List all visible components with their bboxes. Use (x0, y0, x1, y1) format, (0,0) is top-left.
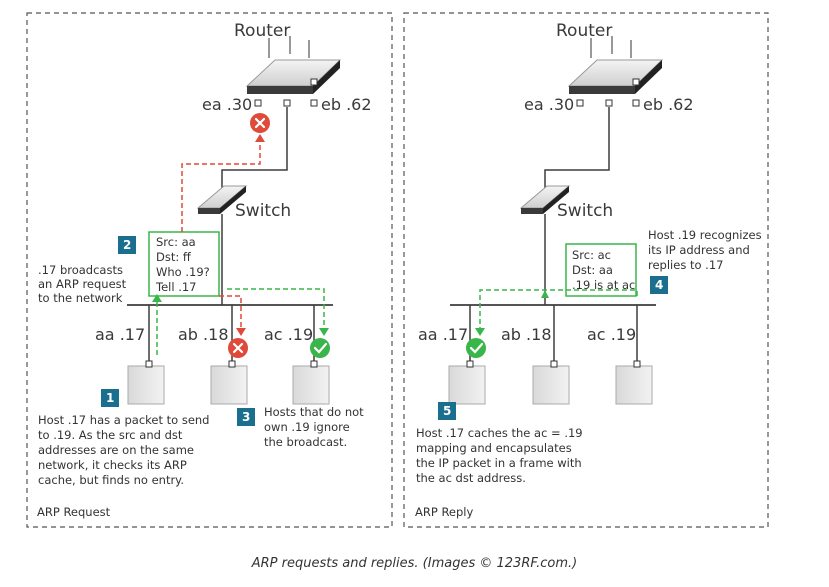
accept-icon-host-ac (310, 338, 330, 358)
step-5-text: the IP packet in a frame with (416, 456, 582, 470)
host-label-aa: aa .17 (95, 325, 145, 344)
step-2-text: an ARP request (38, 277, 127, 291)
host-icon-aa (448, 360, 486, 405)
port-ea-icon (576, 99, 584, 107)
step-5-text: the ac dst address. (416, 471, 526, 485)
arrow-head (152, 294, 162, 302)
arp-reply-packet-box (565, 243, 637, 297)
switch-icon (519, 185, 571, 214)
reply-path (479, 289, 638, 330)
port-mid-icon (605, 99, 613, 107)
host-label-ac: ac .19 (264, 325, 313, 344)
router-icon (245, 36, 342, 94)
broadcast-path-ac (227, 288, 325, 330)
port-ea-label: ea .30 (524, 95, 574, 114)
router-switch-link (544, 107, 610, 192)
port-mid-icon (283, 99, 291, 107)
port-eb-icon (632, 99, 640, 107)
port-eb-icon (310, 99, 318, 107)
switch-icon (196, 185, 248, 214)
arrow-head (541, 290, 549, 298)
packet-line: Src: ac (572, 248, 611, 262)
host-icon-ab (532, 360, 570, 405)
host-icon-ac (615, 360, 653, 405)
host-label-ac: ac .19 (587, 325, 636, 344)
arrow-head (475, 328, 485, 336)
packet-line: Src: aa (156, 235, 196, 249)
step-1-text: cache, but finds no entry. (38, 473, 184, 487)
port-ea-label: ea .30 (202, 95, 252, 114)
switch-label: Switch (235, 201, 291, 221)
arrow-head (319, 328, 329, 336)
port-top-icon (310, 78, 318, 86)
switch-label: Switch (557, 201, 613, 221)
panel-border (26, 12, 393, 528)
panel-label: ARP Request (37, 505, 111, 519)
step-1-text: to .19. As the src and dst (38, 428, 183, 442)
packet-line: .19 is at ac (572, 278, 635, 292)
broadcast-path-router (181, 140, 261, 232)
step-badge-1 (101, 389, 119, 407)
step-badge-5 (438, 402, 456, 420)
step-1-text: network, it checks its ARP (38, 458, 187, 472)
router-icon (567, 36, 664, 94)
step-3-text: Hosts that do not (264, 405, 364, 419)
packet-line: Dst: aa (572, 263, 613, 277)
step-badge-3 (237, 408, 255, 426)
port-ea-icon (254, 99, 262, 107)
step-3-text: the broadcast. (264, 435, 347, 449)
host-icon-ac (292, 360, 330, 405)
panel-arp-request: ARP Request Router ea .30 eb .62 Switch (26, 12, 393, 528)
reject-icon-host-ab (228, 338, 248, 358)
router-label: Router (234, 21, 290, 41)
step-number: 2 (123, 238, 131, 252)
broadcast-path-ab (219, 295, 242, 330)
arrow-head (255, 134, 265, 142)
reject-icon-router (250, 113, 270, 133)
step-4-text: its IP address and (648, 243, 750, 257)
step-4-text: replies to .17 (648, 258, 723, 272)
arrow-head (236, 328, 246, 336)
step-number: 4 (655, 278, 663, 292)
step-5-text: Host .17 caches the ac = .19 (416, 426, 583, 440)
step-4-text: Host .19 recognizes (648, 228, 762, 242)
host-label-ab: ab .18 (178, 325, 229, 344)
port-top-icon (632, 78, 640, 86)
step-5-text: mapping and encapsulates (416, 441, 572, 455)
step-3-text: own .19 ignore (264, 420, 350, 434)
router-label: Router (556, 21, 612, 41)
figure-caption: ARP requests and replies. (Images © 123R… (251, 556, 578, 571)
packet-line: Tell .17 (155, 280, 196, 294)
host-icon-ab (210, 360, 248, 405)
host-label-ab: ab .18 (501, 325, 552, 344)
step-2-text: .17 broadcasts (38, 263, 123, 277)
host-icon-aa (127, 360, 165, 405)
packet-line: Who .19? (156, 265, 210, 279)
port-eb-label: eb .62 (643, 95, 694, 114)
step-number: 3 (242, 410, 250, 424)
arp-request-packet-box (148, 231, 220, 297)
panel-arp-reply: ARP Reply Router ea .30 eb .62 Switch (403, 12, 769, 528)
panel-label: ARP Reply (415, 505, 473, 519)
step-number: 5 (443, 404, 451, 418)
panel-border (403, 12, 769, 528)
step-badge-2 (118, 236, 136, 254)
step-badge-4 (650, 276, 668, 294)
step-number: 1 (106, 391, 114, 405)
packet-line: Dst: ff (156, 250, 192, 264)
step-2-text: to the network (38, 291, 123, 305)
port-eb-label: eb .62 (321, 95, 372, 114)
router-switch-link (221, 107, 288, 192)
accept-icon-host-aa (466, 338, 486, 358)
host-label-aa: aa .17 (418, 325, 468, 344)
step-1-text: Host .17 has a packet to send (38, 413, 209, 427)
step-1-text: addresses are on the same (38, 443, 194, 457)
